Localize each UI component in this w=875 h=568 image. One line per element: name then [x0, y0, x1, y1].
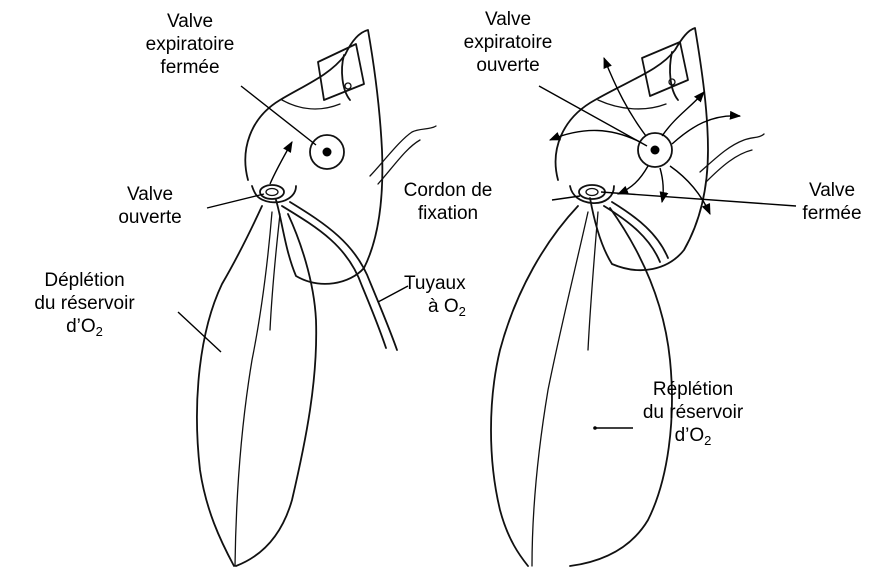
- label-line: fermée: [138, 56, 242, 79]
- label-line: fixation: [392, 202, 504, 225]
- label-subscript: 2: [704, 433, 711, 448]
- leader-valve-open-left: [270, 142, 292, 184]
- label-line: Tuyaux: [404, 272, 484, 295]
- label-subscript: 2: [96, 324, 103, 339]
- label-text: d’O: [66, 316, 96, 337]
- label-line: expiratoire: [456, 31, 560, 54]
- leader-depletion-left: [178, 312, 221, 352]
- label-valve-fermee: Valve fermée: [790, 179, 874, 225]
- label-line: ouverte: [456, 54, 560, 77]
- label-depletion-reservoir: Déplétion du réservoir d’O2: [2, 269, 167, 338]
- label-line-o2: à O2: [404, 295, 484, 318]
- right-mask-drawing: [491, 28, 764, 566]
- label-text: à O: [428, 296, 459, 317]
- label-line: Valve: [138, 10, 242, 33]
- label-valve-ouverte: Valve ouverte: [100, 183, 200, 229]
- label-line: Cordon de: [392, 179, 504, 202]
- label-line-o2: d’O2: [626, 424, 760, 447]
- label-cordon-de-fixation: Cordon de fixation: [392, 179, 504, 225]
- label-line: Réplétion: [626, 378, 760, 401]
- label-valve-expiratoire-ouverte: Valve expiratoire ouverte: [456, 8, 560, 77]
- label-line: Valve: [456, 8, 560, 31]
- label-text: d’O: [675, 425, 705, 446]
- label-line: Valve: [100, 183, 200, 206]
- label-line: expiratoire: [138, 33, 242, 56]
- leader-valve-exp-left: [241, 86, 316, 145]
- leader-valve-exp-right: [539, 86, 647, 146]
- left-mask-drawing: [197, 30, 436, 566]
- label-tuyaux-o2: Tuyaux à O2: [404, 272, 484, 318]
- label-line: ouverte: [100, 206, 200, 229]
- label-line: du réservoir: [2, 292, 167, 315]
- label-line: Déplétion: [2, 269, 167, 292]
- label-line: fermée: [790, 202, 874, 225]
- label-repletion-reservoir: Réplétion du réservoir d’O2: [626, 378, 760, 447]
- label-line-o2: d’O2: [2, 315, 167, 338]
- label-subscript: 2: [459, 304, 466, 319]
- leader-valve-left: [207, 194, 264, 208]
- label-line: Valve: [790, 179, 874, 202]
- label-valve-expiratoire-fermee: Valve expiratoire fermée: [138, 10, 242, 79]
- label-line: du réservoir: [626, 401, 760, 424]
